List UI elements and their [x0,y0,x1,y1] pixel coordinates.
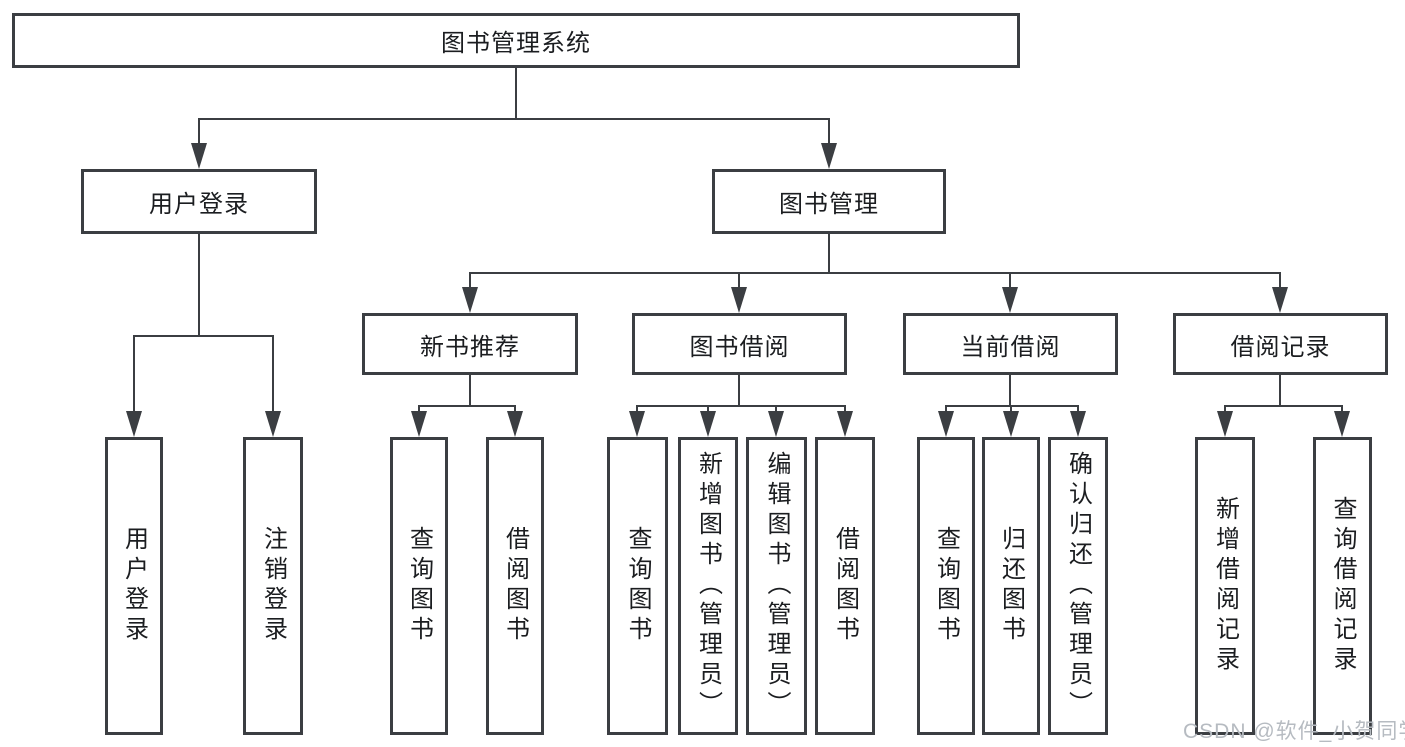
connector-bus-4 [636,405,846,407]
node-label-leaf-br-query-record: 查询借阅记录 [1329,496,1356,676]
connector-bus-1 [133,335,274,337]
node-label-borrowing-records: 借阅记录 [1230,333,1331,361]
node-label-root-system: 图书管理系统 [441,30,591,57]
connector-drop-4 [636,406,638,415]
node-leaf-br-add-record: 新增借阅记录 [1195,437,1255,735]
connector-drop-0 [198,119,200,147]
connector-drop-1 [272,336,274,415]
node-borrowing-records: 借阅记录 [1173,313,1388,375]
arrow-down-icon [768,411,784,437]
node-label-new-book-recommend: 新书推荐 [420,333,520,361]
arrow-down-icon [821,143,837,169]
connector-drop-2 [469,273,471,291]
arrow-down-icon [938,411,954,437]
arrow-down-icon [126,411,142,437]
arrow-down-icon [629,411,645,437]
arrow-down-icon [731,287,747,313]
watermark: CSDN @软件_小贺同学 [1183,720,1405,743]
node-leaf-logout: 注销登录 [243,437,303,735]
arrow-down-icon [1334,411,1350,437]
connector-bus-2 [469,272,1281,274]
connector-drop-1 [133,336,135,415]
node-label-book-management-module: 图书管理 [779,191,879,218]
connector-stem-2 [828,234,830,273]
connector-drop-6 [1341,406,1343,415]
node-label-current-borrowing: 当前借阅 [960,333,1061,361]
arrow-down-icon [191,143,207,169]
connector-bus-3 [418,405,516,407]
node-label-leaf-logout: 注销登录 [259,526,287,646]
node-book-borrowing: 图书借阅 [632,313,847,375]
arrow-down-icon [1272,287,1288,313]
node-leaf-bb-borrow-books: 借阅图书 [815,437,875,735]
arrow-down-icon [837,411,853,437]
node-leaf-bb-edit-books-admin: 编辑图书（管理员） [746,437,807,735]
connector-drop-6 [1224,406,1226,415]
node-label-leaf-cb-return-books: 归还图书 [997,526,1025,646]
arrow-down-icon [411,411,427,437]
connector-drop-5 [1077,406,1079,415]
node-current-borrowing: 当前借阅 [903,313,1118,375]
arrow-down-icon [1003,411,1019,437]
node-new-book-recommend: 新书推荐 [362,313,578,375]
connector-drop-3 [418,406,420,415]
node-label-book-borrowing: 图书借阅 [689,333,790,361]
connector-drop-4 [707,406,709,415]
connector-drop-4 [775,406,777,415]
connector-stem-0 [515,68,517,119]
node-leaf-rec-borrow-books: 借阅图书 [486,437,544,735]
node-label-leaf-bb-query-books: 查询图书 [624,526,651,646]
node-book-management-module: 图书管理 [712,169,946,234]
arrow-down-icon [265,411,281,437]
node-label-leaf-cb-confirm-admin: 确认归还（管理员） [1064,451,1092,721]
node-label-leaf-bb-borrow-books: 借阅图书 [831,526,859,646]
connector-bus-6 [1224,405,1343,407]
arrow-down-icon [700,411,716,437]
connector-stem-1 [198,234,200,336]
node-label-leaf-bb-edit-books-admin: 编辑图书（管理员） [763,451,790,721]
arrow-down-icon [1217,411,1233,437]
connector-drop-5 [945,406,947,415]
connector-stem-4 [738,375,740,406]
node-label-leaf-user-login: 用户登录 [120,526,148,646]
connector-stem-5 [1009,375,1011,406]
connector-drop-0 [828,119,830,147]
node-leaf-bb-add-books-admin: 新增图书（管理员） [678,437,738,735]
connector-drop-4 [844,406,846,415]
node-leaf-bb-query-books: 查询图书 [607,437,668,735]
connector-stem-3 [469,375,471,406]
connector-drop-2 [1279,273,1281,291]
node-leaf-rec-query-books: 查询图书 [390,437,448,735]
connector-drop-2 [738,273,740,291]
node-label-leaf-br-add-record: 新增借阅记录 [1211,496,1239,676]
connector-drop-2 [1009,273,1011,291]
connector-bus-5 [945,405,1079,407]
connector-drop-3 [514,406,516,415]
arrow-down-icon [1070,411,1086,437]
node-leaf-user-login: 用户登录 [105,437,163,735]
node-label-leaf-rec-borrow-books: 借阅图书 [501,526,529,646]
node-user-login-module: 用户登录 [81,169,317,234]
arrow-down-icon [507,411,523,437]
node-label-leaf-bb-add-books-admin: 新增图书（管理员） [694,451,722,721]
node-leaf-cb-confirm-admin: 确认归还（管理员） [1048,437,1108,735]
node-label-leaf-rec-query-books: 查询图书 [405,526,433,646]
node-label-user-login-module: 用户登录 [149,191,249,218]
node-root-system: 图书管理系统 [12,13,1020,68]
arrow-down-icon [1002,287,1018,313]
connector-drop-5 [1010,406,1012,415]
node-leaf-cb-return-books: 归还图书 [982,437,1040,735]
connector-stem-6 [1279,375,1281,406]
node-label-leaf-cb-query-books: 查询图书 [932,526,960,646]
node-leaf-cb-query-books: 查询图书 [917,437,975,735]
node-leaf-br-query-record: 查询借阅记录 [1313,437,1372,735]
arrow-down-icon [462,287,478,313]
connector-bus-0 [198,118,830,120]
